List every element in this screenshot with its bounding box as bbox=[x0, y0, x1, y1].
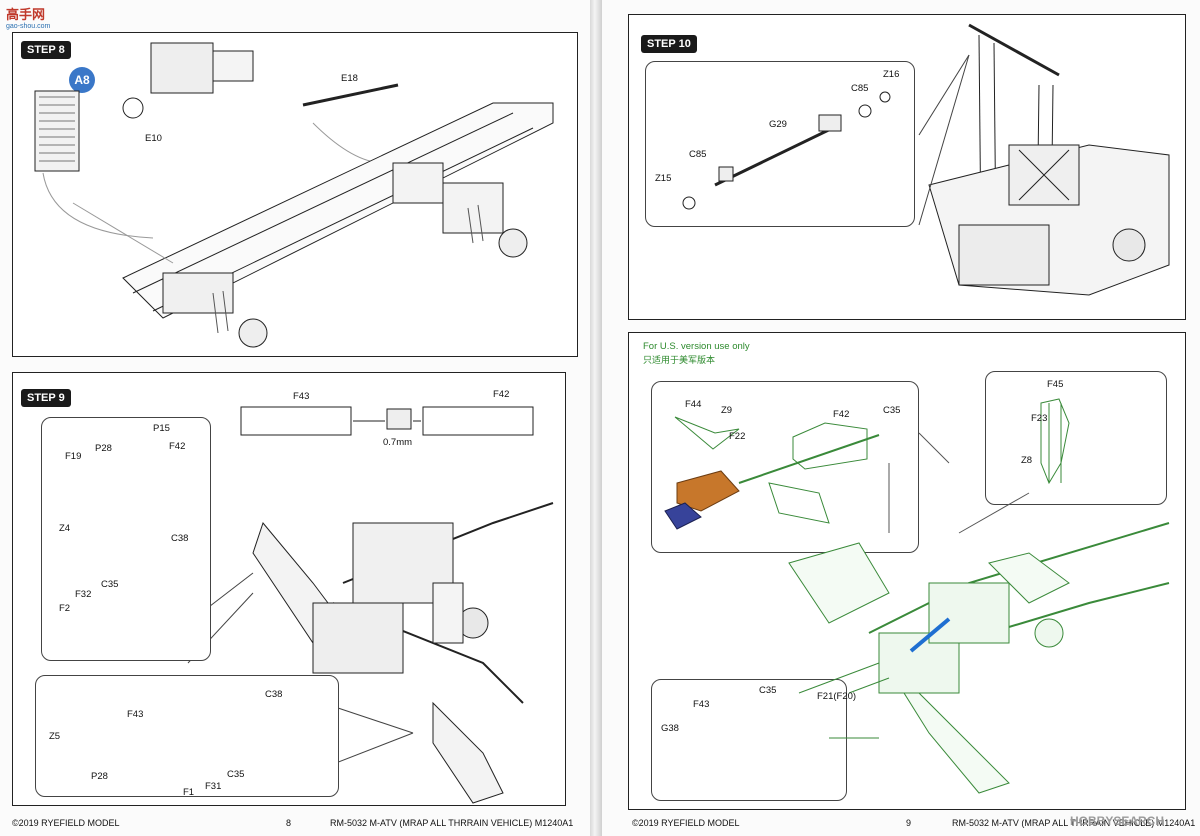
part-f42-top-label: F42 bbox=[493, 389, 510, 400]
step9-sub-panel-1 bbox=[41, 417, 211, 661]
part-z8-label: Z8 bbox=[1021, 455, 1033, 466]
book-gutter bbox=[590, 0, 602, 836]
part-f44-label: F44 bbox=[685, 399, 702, 410]
us-sub-panel-3 bbox=[651, 679, 847, 801]
part-f42-label-us: F42 bbox=[833, 409, 850, 420]
step10-panel: STEP 10 Z16 C85 G29 C85 Z bbox=[628, 14, 1186, 320]
part-z5-label: Z5 bbox=[49, 731, 61, 742]
part-p15-label: P15 bbox=[153, 423, 170, 434]
part-f1-label: F1 bbox=[183, 787, 195, 798]
part-g29-label: G29 bbox=[769, 119, 787, 130]
footer-title-left: RM-5032 M-ATV (MRAP ALL THRRAIN VEHICLE)… bbox=[330, 818, 574, 828]
step9-panel: STEP 9 bbox=[12, 372, 566, 806]
site-logo: 高手网 gao-shou.com bbox=[6, 7, 51, 30]
us-version-note-cn: 只适用于美军版本 bbox=[643, 355, 716, 365]
step8-title: STEP 8 bbox=[21, 41, 71, 59]
part-z9-label: Z9 bbox=[721, 405, 733, 416]
step10-drawing bbox=[682, 23, 1170, 296]
part-z15-label: Z15 bbox=[655, 173, 672, 184]
a8-badge: A8 bbox=[69, 67, 95, 93]
part-c35-b-label: C35 bbox=[227, 769, 245, 780]
part-p28-label: P28 bbox=[95, 443, 112, 454]
part-f31-label: F31 bbox=[205, 781, 222, 792]
part-f23-label: F23 bbox=[1031, 413, 1048, 424]
part-f2-label: F2 bbox=[59, 603, 71, 614]
left-page: 高手网 gao-shou.com STEP 8 A8 bbox=[0, 0, 590, 836]
cut-size-label: 0.7mm bbox=[383, 437, 413, 448]
part-f19-label: F19 bbox=[65, 451, 82, 462]
part-f43-top-label: F43 bbox=[293, 391, 310, 402]
step9-drawing bbox=[119, 406, 554, 804]
step9-title: STEP 9 bbox=[21, 389, 71, 407]
step8-drawing bbox=[34, 42, 554, 348]
right-page: STEP 10 Z16 C85 G29 C85 Z bbox=[602, 0, 1200, 836]
us-version-note: For U.S. version use only bbox=[643, 341, 750, 352]
footer-copyright-left: ©2019 RYEFIELD MODEL bbox=[12, 818, 120, 828]
part-e18-label: E18 bbox=[341, 73, 358, 84]
part-c38-b-label: C38 bbox=[265, 689, 283, 700]
us-sub-panel-2 bbox=[985, 371, 1167, 505]
hobbysearch-watermark: HOBBYSEARCH bbox=[1070, 814, 1165, 828]
step8-panel: STEP 8 A8 bbox=[12, 32, 578, 357]
us-version-panel: For U.S. version use only 只适用于美军版本 bbox=[628, 332, 1186, 810]
part-f32-label: F32 bbox=[75, 589, 92, 600]
step10-title: STEP 10 bbox=[641, 35, 697, 53]
part-f45-label: F45 bbox=[1047, 379, 1064, 390]
part-z4-label: Z4 bbox=[59, 523, 71, 534]
part-f43-label-us: F43 bbox=[693, 699, 710, 710]
step10-sub-panel bbox=[645, 61, 915, 227]
part-f21-label: F21(F20) bbox=[817, 691, 857, 702]
part-c38-label: C38 bbox=[171, 533, 189, 544]
part-p28-b-label: P28 bbox=[91, 771, 108, 782]
part-c85-b-label: C85 bbox=[689, 149, 707, 160]
footer-copyright-right: ©2019 RYEFIELD MODEL bbox=[632, 818, 740, 828]
part-g38-label: G38 bbox=[661, 723, 679, 734]
part-c35-label: C35 bbox=[101, 579, 119, 590]
part-f22-label: F22 bbox=[729, 431, 746, 442]
us-drawing bbox=[664, 398, 1170, 794]
step9-sub-panel-2 bbox=[35, 675, 339, 797]
part-z16-label: Z16 bbox=[883, 69, 900, 80]
part-c35-b-label-us: C35 bbox=[759, 685, 777, 696]
part-c85-a-label: C85 bbox=[851, 83, 869, 94]
part-e10-label: E10 bbox=[145, 133, 162, 144]
footer-page-number-right: 9 bbox=[906, 818, 912, 828]
footer-page-number-left: 8 bbox=[286, 818, 292, 828]
part-f42-label: F42 bbox=[169, 441, 186, 452]
part-c35-label-us: C35 bbox=[883, 405, 901, 416]
part-f43-b-label: F43 bbox=[127, 709, 144, 720]
footer-title-right: RM-5032 M-ATV (MRAP ALL THRRAIN VEHICLE)… bbox=[952, 818, 1196, 828]
